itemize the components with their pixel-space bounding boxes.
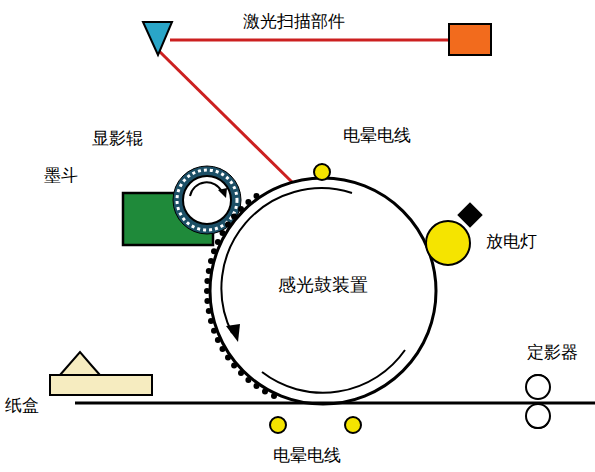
part-label: 定影器	[527, 343, 578, 362]
arrow-head	[226, 324, 240, 342]
toner-dot	[231, 213, 237, 219]
fuser-roller	[526, 404, 550, 428]
paper-sheet	[60, 352, 100, 375]
part-label: 激光扫描部件	[243, 12, 345, 31]
toner-dot	[211, 328, 217, 334]
toner-dot	[215, 239, 221, 245]
toner-dot	[208, 258, 214, 264]
drum-rotation-arc	[221, 188, 352, 333]
fuser-roller	[526, 375, 550, 399]
toner-dot	[238, 370, 244, 376]
toner-dot	[211, 248, 217, 254]
part-label: 纸盒	[5, 396, 39, 415]
developer-roller	[173, 166, 241, 234]
laser-beam	[170, 39, 450, 42]
toner-dot	[225, 222, 231, 228]
toner-dot	[208, 318, 214, 324]
paper-path	[75, 402, 595, 405]
toner-dot	[245, 377, 251, 383]
toner-dot	[206, 268, 212, 274]
discharge-lamp	[426, 221, 470, 265]
developer-roller-teeth	[177, 170, 237, 230]
part-label: 放电灯	[486, 232, 537, 251]
toner-dot	[262, 389, 268, 395]
laser-source	[449, 24, 491, 55]
toner-dot	[220, 346, 226, 352]
lamp-base	[457, 202, 482, 227]
paper-tray	[50, 375, 152, 395]
corona-wire	[314, 164, 330, 180]
rotation-arrow	[190, 182, 222, 196]
toner-dot	[271, 393, 277, 399]
toner-dot	[204, 288, 210, 294]
rotation-arrow	[528, 375, 548, 380]
toner-dot	[225, 355, 231, 361]
toner-dot	[254, 383, 260, 389]
toner-dot	[206, 308, 212, 314]
drum-rotation-arc	[262, 350, 405, 393]
toner-dot	[204, 278, 210, 284]
part-label: 显影辊	[92, 129, 143, 148]
toner-dot	[254, 193, 260, 199]
node-text: 感光鼓装置	[278, 273, 368, 297]
mirror-prism	[143, 22, 172, 55]
part-label: 电晕电线	[343, 126, 411, 145]
arrow-head	[218, 188, 227, 198]
toner-dot	[204, 298, 210, 304]
toner-dot	[215, 337, 221, 343]
photosensitive-drum	[210, 178, 436, 404]
toner-dot	[238, 206, 244, 212]
toner-dot	[231, 363, 237, 369]
developer-roller-core	[183, 176, 231, 224]
corona-wire	[345, 417, 361, 433]
part-label: 墨斗	[44, 166, 78, 185]
corona-wire	[270, 417, 286, 433]
part-label: 电晕电线	[273, 446, 341, 465]
rotation-arrow	[528, 423, 548, 428]
toner-particles	[204, 193, 277, 399]
toner-dot	[245, 199, 251, 205]
laser-beam	[158, 50, 296, 186]
toner-dot	[220, 230, 226, 236]
drum-node: 感光鼓装置	[230, 230, 416, 340]
